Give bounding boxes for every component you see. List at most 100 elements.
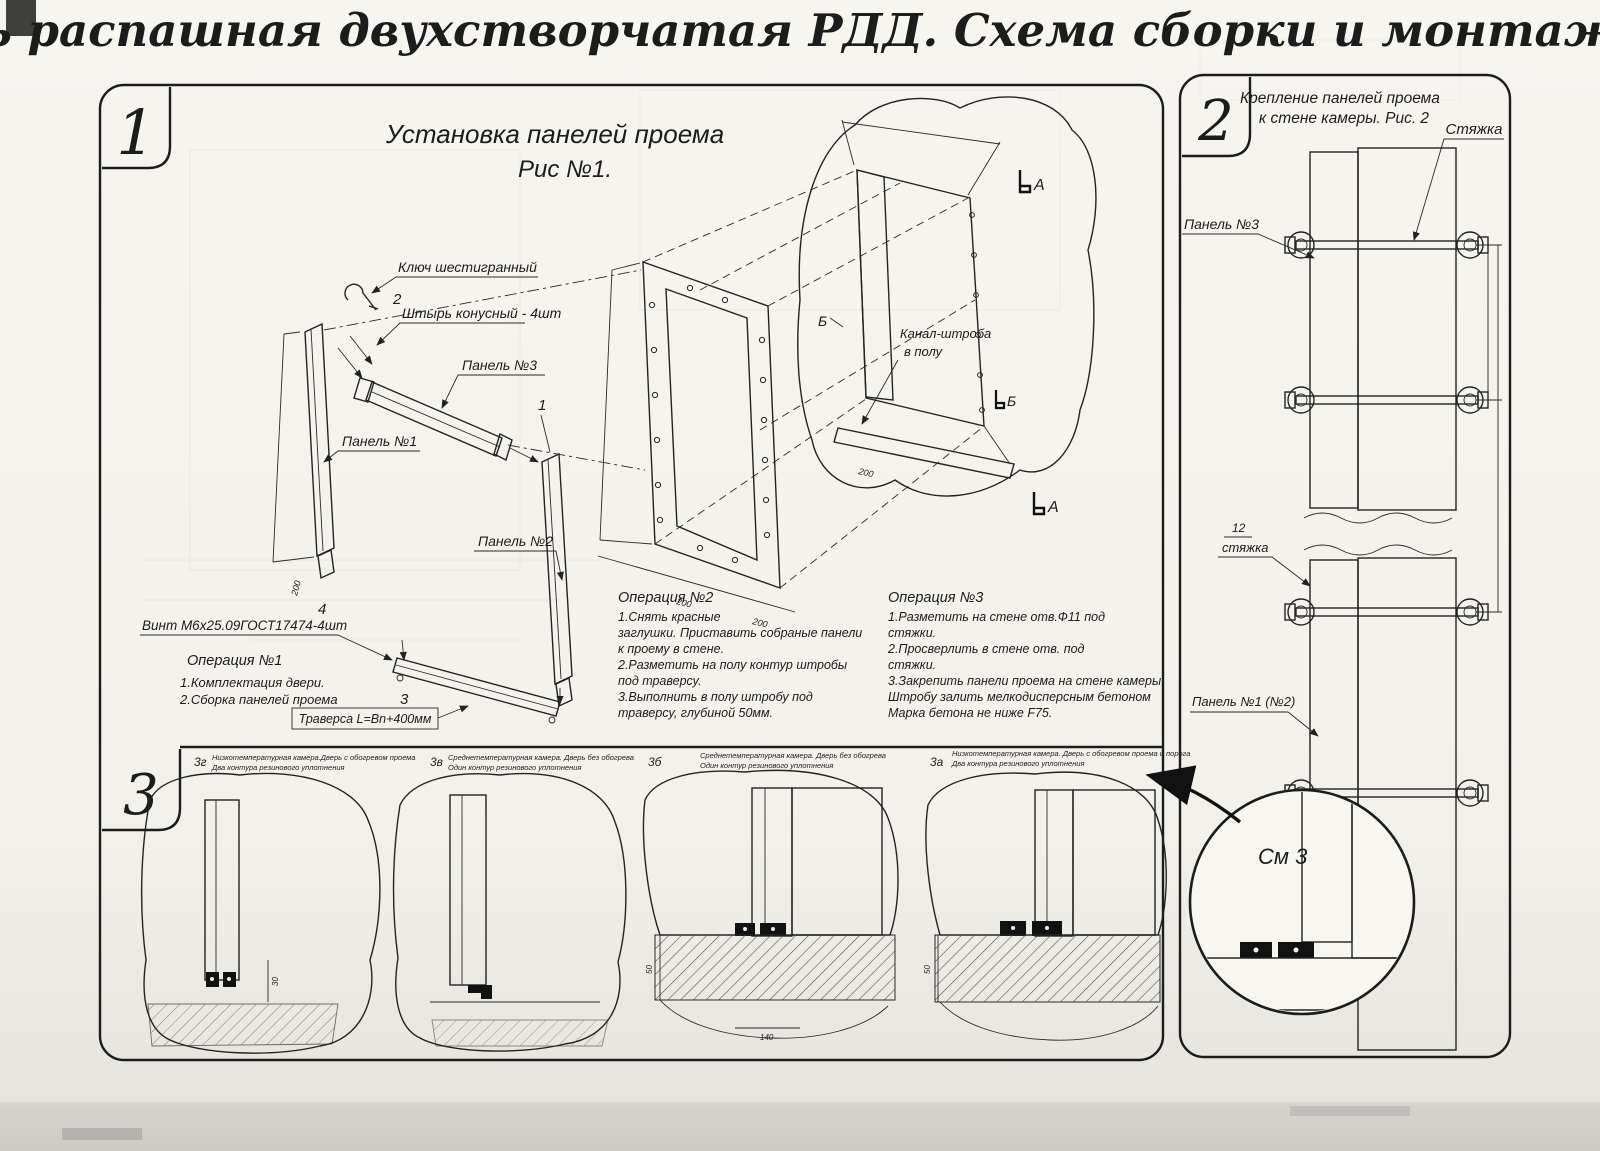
tie-rod: [1284, 231, 1489, 259]
detail-3b-outline: [642, 769, 899, 936]
detail-3b-dim-140: 140: [760, 1033, 774, 1042]
label-tie-top: Стяжка: [1446, 121, 1503, 138]
panel-2-shape: [541, 452, 573, 708]
tie-rod: [1284, 386, 1489, 414]
leader-tie-2: [1218, 556, 1311, 587]
detail-3a-id: 3а: [930, 755, 944, 769]
fig1-title: Установка панелей проема: [385, 119, 724, 149]
op2-line-6: 3.Выполнить в полу штробу под: [618, 690, 813, 704]
op3-line-3: 2.Просверлить в стене отв. под: [887, 642, 1085, 656]
op1-title: Операция №1: [187, 653, 282, 669]
label-panel-3: Панель №3: [462, 357, 537, 373]
detail-3v: 3в Среднетемпературная камера. Дверь без…: [392, 753, 634, 1052]
break-line-1: [1303, 512, 1453, 524]
op3-title: Операция №3: [888, 590, 983, 606]
badge-3-box: [102, 749, 182, 832]
projection-lines: [642, 169, 984, 589]
dim-200-frame-b: 200: [751, 616, 769, 630]
fig2-title-1: Крепление панелей проема: [1240, 90, 1440, 107]
mark-A-top: А: [1033, 177, 1045, 194]
frame-dim-line: [599, 269, 613, 541]
wall-dim-lines: [1476, 244, 1502, 613]
drawing-title: Дверь распашная двухстворчатая РДД. Схем…: [0, 4, 1600, 57]
panel-column-top: [1309, 151, 1359, 509]
label-traverse: Траверса L=Bn+400мм: [299, 712, 432, 726]
detail-3a-outline: [925, 771, 1167, 936]
leader-panel-3: [441, 374, 545, 409]
leader-hex-key: [371, 276, 538, 294]
detail-3v-caption-1: Среднетемпературная камера. Дверь без об…: [448, 753, 634, 762]
badge-2: 2: [1197, 89, 1234, 154]
detail-3a: 3а Низкотемпературная камера. Дверь с об…: [923, 749, 1190, 1041]
detail-circle-see3: См 3: [1145, 765, 1416, 1016]
detail-3g-caption-1: Низкотемпературная камера.Дверь с обогре…: [212, 753, 416, 762]
badge-1-box: [102, 87, 172, 170]
detail-3a-caption-1: Низкотемпературная камера. Дверь с обогр…: [952, 749, 1190, 758]
detail-3g-outline: [140, 772, 381, 1054]
construction-lines: [323, 269, 646, 471]
detail-3v-outline: [392, 772, 627, 1052]
traverse-shape: [392, 657, 561, 724]
op3-line-6: Штробу залить мелкодисперсным бетоном: [888, 690, 1151, 704]
label-traverse-number: 3: [400, 691, 409, 708]
badge-1: 1: [116, 96, 155, 169]
label-tie-2: стяжка: [1222, 540, 1268, 555]
op2-title: Операция №2: [618, 590, 713, 606]
assembled-frame-view: 200 200: [597, 260, 796, 630]
mark-B-left: Б: [818, 313, 827, 329]
op1-line-1: 1.Комплектация двери.: [180, 675, 325, 690]
section3: 3г Низкотемпературная камера.Дверь с обо…: [140, 749, 1190, 1054]
detail-3g-id: 3г: [194, 755, 207, 769]
tie-rod: [1284, 598, 1489, 626]
dim-200-assembly: 200: [289, 579, 303, 597]
label-panel3-s2: Панель №3: [1184, 216, 1259, 232]
badge-2-box: [1182, 77, 1252, 158]
leader-channel: [861, 359, 899, 425]
panel-3-shape: [353, 377, 513, 461]
detail-3b-caption-1: Среднетемпературная камера. Дверь без об…: [700, 751, 886, 760]
leader-tie-top: [1412, 138, 1504, 241]
op1-line-2: 2.Сборка панелей проема: [179, 692, 338, 707]
label-panel-1: Панель №1: [342, 433, 417, 449]
op2-text: Операция №2 1.Снять красные заглушки. Пр…: [617, 590, 862, 720]
label-pin-number: 2: [392, 291, 402, 308]
op2-line-2: заглушки. Приставить собраные панели: [617, 626, 862, 640]
leader-panel1-s2: [1190, 711, 1319, 737]
detail-3v-caption-2: Один контур резинового уплотнения: [448, 763, 581, 772]
fig2-title-2: к стене камеры. Рис. 2: [1259, 110, 1430, 127]
detail-3g: 3г Низкотемпературная камера.Дверь с обо…: [140, 753, 416, 1054]
leader-screw: [140, 634, 393, 661]
op2-line-3: к проему в стене.: [618, 642, 724, 656]
tie-rods: [1284, 231, 1489, 807]
label-screw: Винт М6х25.09ГОСТ17474-4шт: [142, 618, 347, 633]
label-hex-key: Ключ шестигранный: [398, 259, 537, 275]
detail-3b-caption-2: Один контур резинового уплотнения: [700, 761, 833, 770]
break-line-2: [1303, 544, 1453, 556]
detail-3v-id: 3в: [430, 755, 443, 769]
dim-200-channel: 200: [857, 466, 875, 479]
section1: Установка панелей проема Рис №1. Ключ ше…: [140, 96, 1165, 730]
label-tie-number: 12: [1232, 521, 1246, 535]
op3-line-4: стяжки.: [888, 658, 936, 672]
leader-panel-2: [474, 550, 564, 581]
leader-item-1: [540, 414, 551, 453]
hex-key-icon: [344, 283, 379, 311]
leader-pin: [376, 322, 525, 346]
label-channel-2: в полу: [904, 344, 944, 359]
opening-dim-lines: [841, 119, 1001, 196]
badge-3: 3: [123, 763, 159, 828]
section2: Крепление панелей проема к стене камеры.…: [1145, 90, 1504, 1051]
op2-line-4: 2.Разметить на полу контур штробы: [617, 658, 847, 672]
dim-200-frame-a: 200: [675, 596, 693, 610]
assembly-arrows: [337, 335, 564, 705]
label-item-1: 1: [538, 397, 546, 414]
label-channel-1: Канал-штроба: [900, 326, 991, 341]
op2-line-1: 1.Снять красные: [618, 610, 721, 624]
mark-B-right: Б: [1007, 393, 1016, 409]
traverse-label-box: [291, 707, 439, 730]
label-panel-2: Панель №2: [478, 533, 553, 549]
leader-panel-1: [323, 450, 420, 463]
brick-wall-top: [1357, 147, 1457, 511]
